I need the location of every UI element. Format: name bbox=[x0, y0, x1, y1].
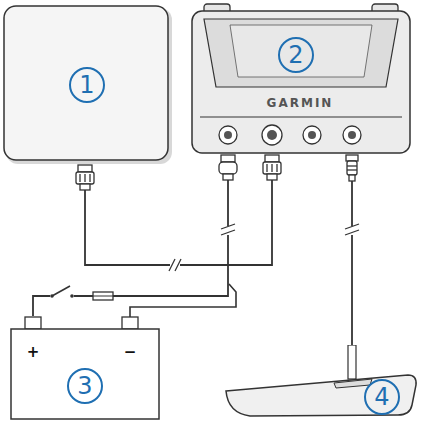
cable-plug bbox=[263, 155, 281, 180]
switch-contact bbox=[70, 294, 74, 298]
switch-lever bbox=[52, 286, 70, 296]
cable-break bbox=[221, 224, 235, 235]
terminal-sign: − bbox=[124, 343, 137, 361]
sonar-module: 2GARMIN bbox=[190, 3, 412, 155]
cable bbox=[351, 155, 353, 345]
fuse-symbol bbox=[93, 292, 113, 300]
cable bbox=[33, 155, 228, 316]
switch-gap bbox=[50, 292, 74, 301]
callout-number: 3 bbox=[67, 368, 103, 404]
callout-number: 1 bbox=[69, 67, 105, 103]
shape-outline bbox=[190, 3, 412, 155]
negative-wire bbox=[130, 284, 236, 318]
battery: + − 3 bbox=[10, 316, 160, 420]
callout-number: 2 bbox=[278, 37, 314, 73]
brand-logo: GARMIN bbox=[267, 96, 334, 110]
cable-break bbox=[345, 224, 359, 235]
cable bbox=[85, 155, 272, 265]
power-plug bbox=[219, 155, 237, 180]
chartplotter-unit: 1 bbox=[3, 5, 173, 165]
terminal-sign: + bbox=[27, 343, 40, 361]
cable-break bbox=[169, 258, 181, 272]
transducer-plug bbox=[346, 155, 358, 181]
transducer: 4 bbox=[222, 345, 420, 420]
callout-number: 4 bbox=[364, 379, 400, 415]
cable-plug bbox=[76, 165, 94, 190]
fuse-element bbox=[93, 296, 113, 297]
